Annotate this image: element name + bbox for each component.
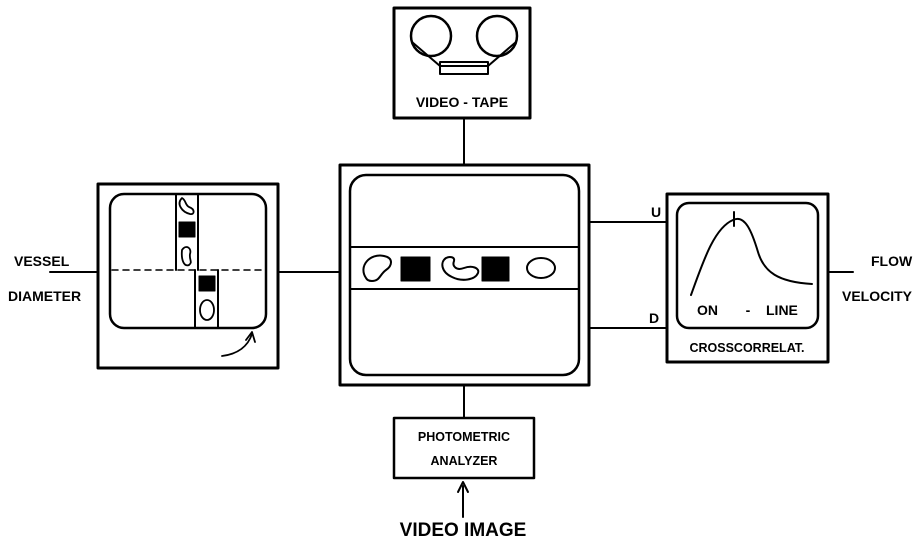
analyzer-label: ANALYZER <box>431 454 498 468</box>
red-cell-icon <box>180 198 194 214</box>
photometric-label: PHOTOMETRIC <box>418 430 510 444</box>
red-cell-icon <box>442 257 478 280</box>
crosscorrelator-monitor <box>667 194 828 362</box>
flow-label: FLOW <box>871 253 913 269</box>
diameter-monitor-frame <box>98 184 278 368</box>
video-image-label: VIDEO IMAGE <box>400 520 527 540</box>
crosscorrelator-frame <box>667 194 828 362</box>
central-monitor <box>340 165 589 385</box>
red-cell-icon <box>527 258 555 278</box>
upstream-u-label: U <box>651 204 661 220</box>
marker-block-icon <box>179 222 195 237</box>
correlation-curve <box>691 219 812 295</box>
red-cell-icon <box>363 256 391 281</box>
tape-head-icon <box>440 62 488 74</box>
photometric-analyzer-box <box>394 418 534 478</box>
velocity-label: VELOCITY <box>842 288 913 304</box>
diameter-label: DIAMETER <box>8 288 81 304</box>
line-label: LINE <box>766 302 798 318</box>
on-label: ON <box>697 302 718 318</box>
red-cell-icon <box>200 300 214 320</box>
marker-block-icon <box>482 257 509 281</box>
tape-reel-right-icon <box>477 16 517 56</box>
crosscorrelat-label: CROSSCORRELAT. <box>689 341 804 355</box>
vessel-label: VESSEL <box>14 253 70 269</box>
dash-label: - <box>746 302 751 318</box>
tape-reel-left-icon <box>411 16 451 56</box>
vessel-diameter-monitor <box>98 184 278 368</box>
video-tape-label: VIDEO - TAPE <box>416 94 508 110</box>
marker-block-icon <box>199 276 215 291</box>
marker-block-icon <box>401 257 430 281</box>
downstream-d-label: D <box>649 310 659 326</box>
monitor-screen <box>350 175 579 375</box>
red-cell-icon <box>182 247 191 265</box>
